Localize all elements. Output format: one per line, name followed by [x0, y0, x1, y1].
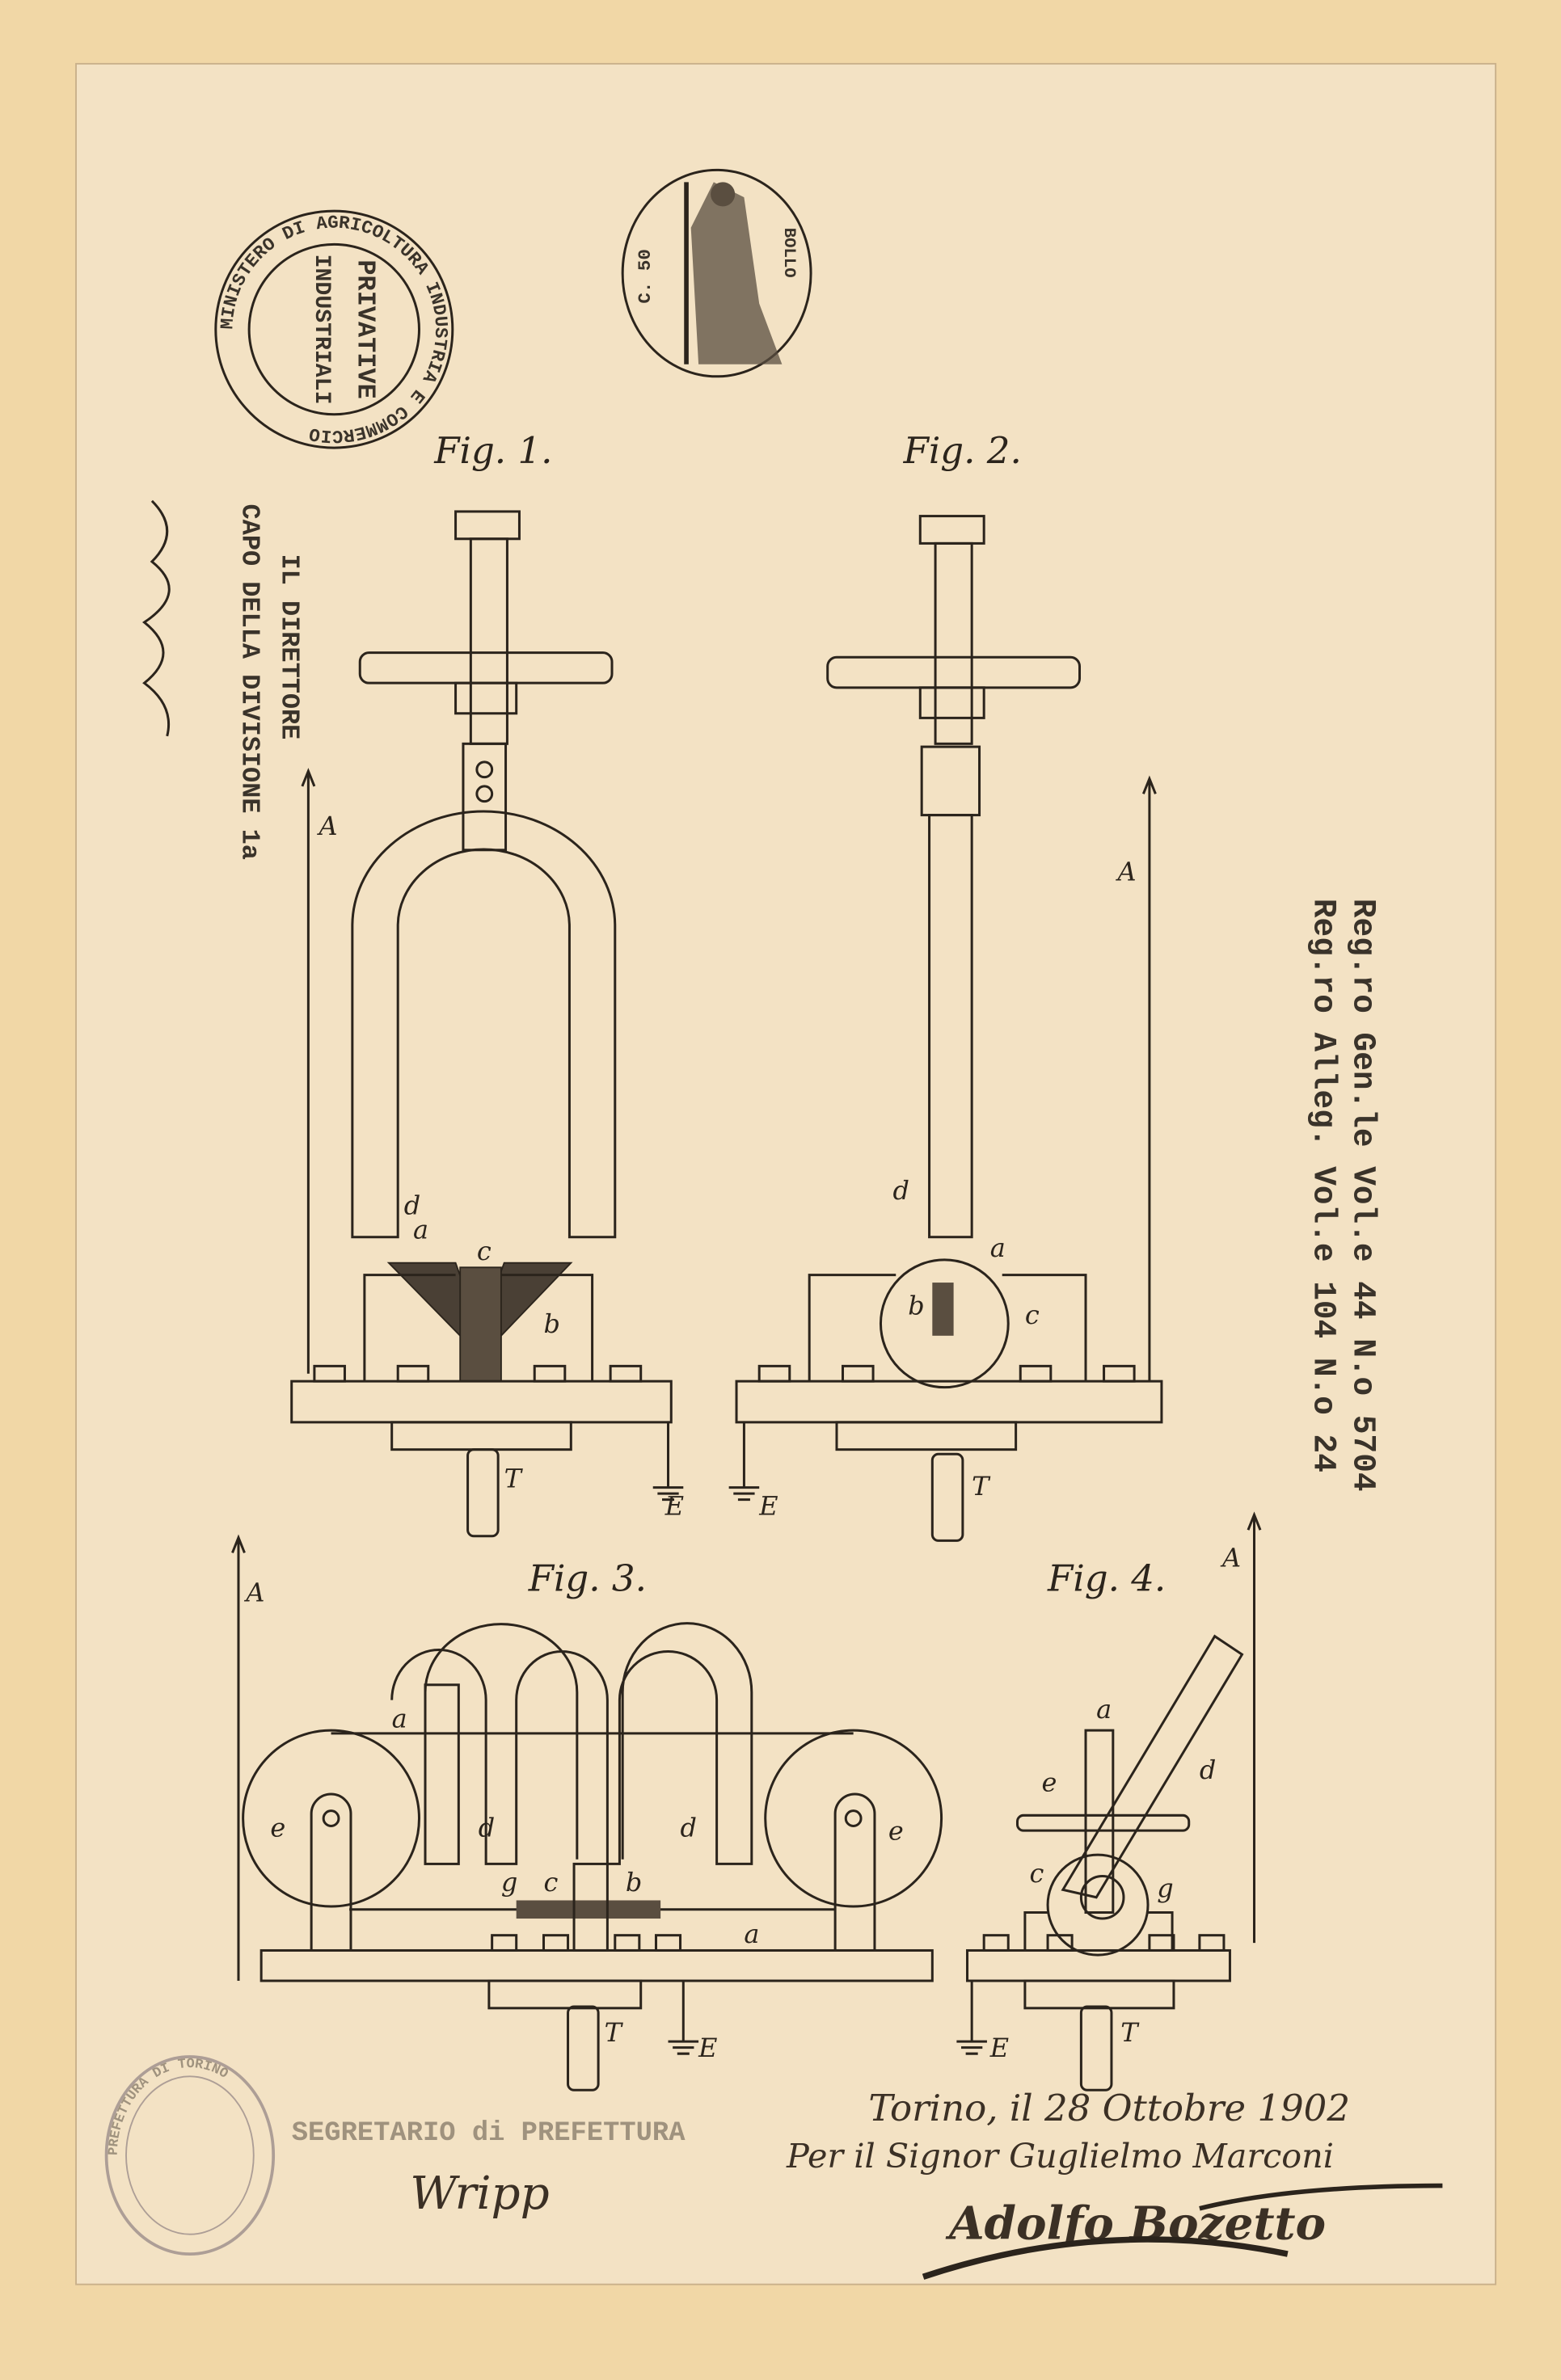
- ministry-center-line-2: INDUSTRIALI: [309, 255, 334, 405]
- fig4-label-a-antenna: A: [1220, 1542, 1241, 1573]
- fig3-label-d-right: d: [681, 1813, 697, 1843]
- fig2-label-b: b: [908, 1291, 924, 1321]
- revenue-side-text: BOLLO: [779, 228, 798, 278]
- fig3-label-e-right: e: [888, 1815, 904, 1846]
- fig2-label-a: a: [990, 1232, 1006, 1263]
- figure-4-title: Fig. 4.: [1047, 1556, 1166, 1599]
- figure-3: Fig. 3. A a a b c d d e e g T E: [231, 1534, 943, 2091]
- figure-3-title: Fig. 3.: [528, 1556, 647, 1599]
- fig3-label-e-left: e: [270, 1813, 285, 1843]
- fig1-label-c: c: [477, 1236, 492, 1266]
- figure-1-title: Fig. 1.: [433, 429, 552, 472]
- director-line-1: IL DIRETTORE: [274, 554, 304, 740]
- fig4-label-a: a: [1096, 1694, 1112, 1725]
- revenue-value: C. 50: [635, 249, 656, 304]
- registry-stamp: Reg.ro Gen.le Vol.e 44 N.o 5704 Reg.ro A…: [1306, 899, 1382, 1492]
- fig1-label-d: d: [404, 1190, 420, 1221]
- fig3-label-a-antenna: A: [243, 1577, 264, 1607]
- director-line-2: CAPO DELLA DIVISIONE 1a: [235, 504, 265, 860]
- registry-line-2: Reg.ro Alleg. Vol.e 104 N.o 24: [1306, 899, 1342, 1472]
- fig4-label-g: g: [1157, 1873, 1173, 1904]
- signature-block: Torino, il 28 Ottobre 1902 Per il Signor…: [786, 2087, 1443, 2280]
- director-stamp: IL DIRETTORE CAPO DELLA DIVISIONE 1a: [141, 499, 304, 860]
- fig3-label-b: b: [626, 1867, 642, 1898]
- fig2-label-d: d: [892, 1175, 909, 1206]
- figure-2-title: Fig. 2.: [903, 429, 1022, 472]
- revenue-stamp: C. 50 BOLLO: [621, 168, 812, 378]
- fig1-label-a: a: [413, 1215, 428, 1245]
- fig2-label-a-antenna: A: [1115, 856, 1136, 887]
- fig3-label-c: c: [544, 1867, 559, 1898]
- figure-1: Fig. 1. A a b c d T E: [290, 429, 684, 1538]
- fig4-label-t: T: [1120, 2017, 1140, 2048]
- fig1-label-e: E: [664, 1490, 684, 1521]
- fig3-label-d-left: d: [479, 1813, 495, 1843]
- on-behalf-line: Per il Signor Guglielmo Marconi: [786, 2137, 1334, 2176]
- secretary-signature: Wripp: [410, 2167, 549, 2220]
- fig1-label-a-antenna: A: [317, 811, 338, 841]
- figure-2: Fig. 2. A a b c d T E: [728, 429, 1163, 1542]
- fig4-label-c: c: [1030, 1858, 1044, 1889]
- fig2-label-t: T: [972, 1471, 991, 1502]
- paper: [75, 62, 1497, 2285]
- fig3-label-t: T: [605, 2017, 624, 2048]
- place-date: Torino, il 28 Ottobre 1902: [868, 2087, 1350, 2129]
- registry-line-1: Reg.ro Gen.le Vol.e 44 N.o 5704: [1344, 899, 1381, 1492]
- fig1-label-t: T: [504, 1464, 524, 1494]
- fig3-label-a-bottom: a: [744, 1919, 759, 1949]
- director-signature: [141, 499, 171, 737]
- fig4-label-e: E: [989, 2032, 1009, 2063]
- fig3-label-e: E: [698, 2032, 717, 2063]
- figure-4: Fig. 4. A a c d e g T E: [956, 1511, 1262, 2091]
- fig4-label-d: d: [1200, 1754, 1216, 1785]
- fig3-label-a-top: a: [392, 1703, 407, 1733]
- fig2-label-c: c: [1025, 1300, 1040, 1330]
- ministry-center-line-1: PRIVATIVE: [350, 259, 380, 398]
- fig2-label-e: E: [758, 1490, 778, 1521]
- fig3-label-g: g: [501, 1867, 517, 1898]
- fig1-label-b: b: [544, 1308, 560, 1339]
- fig4-label-e: e: [1042, 1767, 1057, 1797]
- prefecture-stamp-text: SEGRETARIO di PREFETTURA: [292, 2118, 686, 2149]
